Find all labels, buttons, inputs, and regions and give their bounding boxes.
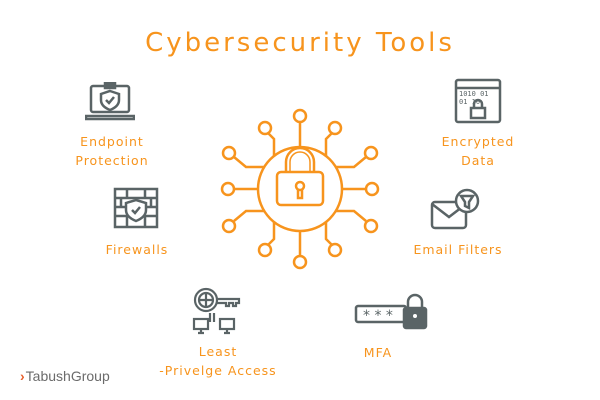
email-filter-icon <box>430 188 480 230</box>
circuit-node <box>327 242 343 258</box>
label-firewalls: Firewalls <box>105 242 169 257</box>
circuit-node <box>221 145 237 161</box>
svg-text:01 10: 01 10 <box>459 98 480 106</box>
circuit-node <box>327 120 343 136</box>
svg-text:1010 01: 1010 01 <box>459 90 489 98</box>
circuit-node <box>257 120 273 136</box>
circuit-node <box>220 181 236 197</box>
circuit-lock-icon <box>220 108 380 270</box>
circuit-node <box>364 181 380 197</box>
tabushgroup-logo: ›TabushGroup <box>20 368 110 384</box>
circuit-line <box>233 209 264 222</box>
label-mfa: MFA <box>363 345 393 360</box>
label-email-filters: Email Filters <box>413 242 503 257</box>
circuit-line <box>324 132 333 156</box>
encrypted-data-icon: 1010 01 01 10 <box>454 78 502 124</box>
circuit-node <box>363 218 379 234</box>
circuit-node <box>363 145 379 161</box>
circuit-line <box>267 222 276 246</box>
circuit-node <box>257 242 273 258</box>
label-least-privilege-access: Least-Privelge Access <box>159 344 277 378</box>
circuit-node <box>292 254 308 270</box>
globe-key-network-icon <box>192 287 241 335</box>
firewall-icon <box>113 187 159 229</box>
circuit-line <box>336 156 367 169</box>
circuit-line <box>267 132 276 156</box>
circuit-line <box>324 222 333 246</box>
circuit-node <box>221 218 237 234</box>
circuit-line <box>336 209 367 222</box>
password-lock-icon: * * * <box>354 293 428 330</box>
laptop-shield-icon <box>85 82 135 121</box>
page-title: Cybersecurity Tools <box>145 28 455 58</box>
svg-text:* * *: * * * <box>363 308 393 324</box>
circuit-node <box>292 108 308 124</box>
circuit-line <box>233 156 264 169</box>
